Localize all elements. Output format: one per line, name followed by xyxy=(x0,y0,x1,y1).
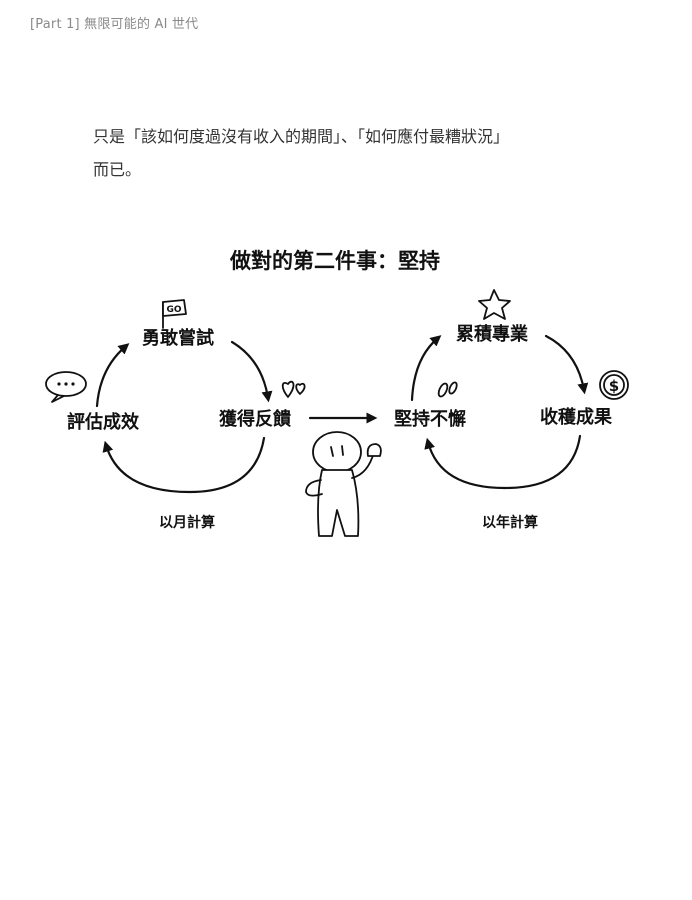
body-line-1: 只是「該如何度過沒有收入的期間」、「如何應付最糟狀況」 xyxy=(93,127,510,146)
stick-figure-cheering xyxy=(305,431,382,537)
arrow-accumulate-to-harvest xyxy=(544,334,589,395)
dollar-coin-icon: $ xyxy=(599,370,629,400)
node-evaluate: 評估成效 xyxy=(67,411,140,433)
arrow-persist-to-accumulate xyxy=(410,335,442,402)
go-flag-icon: GO xyxy=(162,299,187,329)
star-icon xyxy=(478,289,511,320)
hearts-icon xyxy=(281,380,306,398)
body-paragraph: 只是「該如何度過沒有收入的期間」、「如何應付最糟狀況」 而已。 xyxy=(93,120,613,186)
svg-text:$: $ xyxy=(609,377,619,395)
node-get-feedback: 獲得反饋 xyxy=(219,408,292,430)
running-header: [Part 1] 無限可能的 AI 世代 xyxy=(30,17,199,32)
node-try-bravely: 勇敢嘗試 xyxy=(142,327,214,349)
diagram-title: 做對的第二件事：堅持 xyxy=(229,249,440,273)
arrow-evaluate-to-try xyxy=(95,343,130,408)
speech-bubble-icon xyxy=(45,371,87,403)
svg-text:GO: GO xyxy=(166,305,181,315)
node-persist: 堅持不懈 xyxy=(394,408,466,430)
node-harvest-results: 收穫成果 xyxy=(540,406,613,428)
label-monthly: 以月計算 xyxy=(159,514,215,531)
sparkle-icon xyxy=(437,381,458,398)
arrow-feedback-to-evaluate xyxy=(102,436,266,494)
arrow-harvest-to-persist xyxy=(424,434,582,490)
node-accumulate-expertise: 累積專業 xyxy=(456,323,529,345)
arrow-try-to-feedback xyxy=(230,340,273,403)
label-yearly: 以年計算 xyxy=(482,514,538,531)
persistence-diagram: 做對的第二件事：堅持 勇敢嘗試 獲得反饋 評估成效 以月計算 GO 堅持不懈 xyxy=(45,249,629,537)
body-line-2: 而已。 xyxy=(93,160,142,179)
